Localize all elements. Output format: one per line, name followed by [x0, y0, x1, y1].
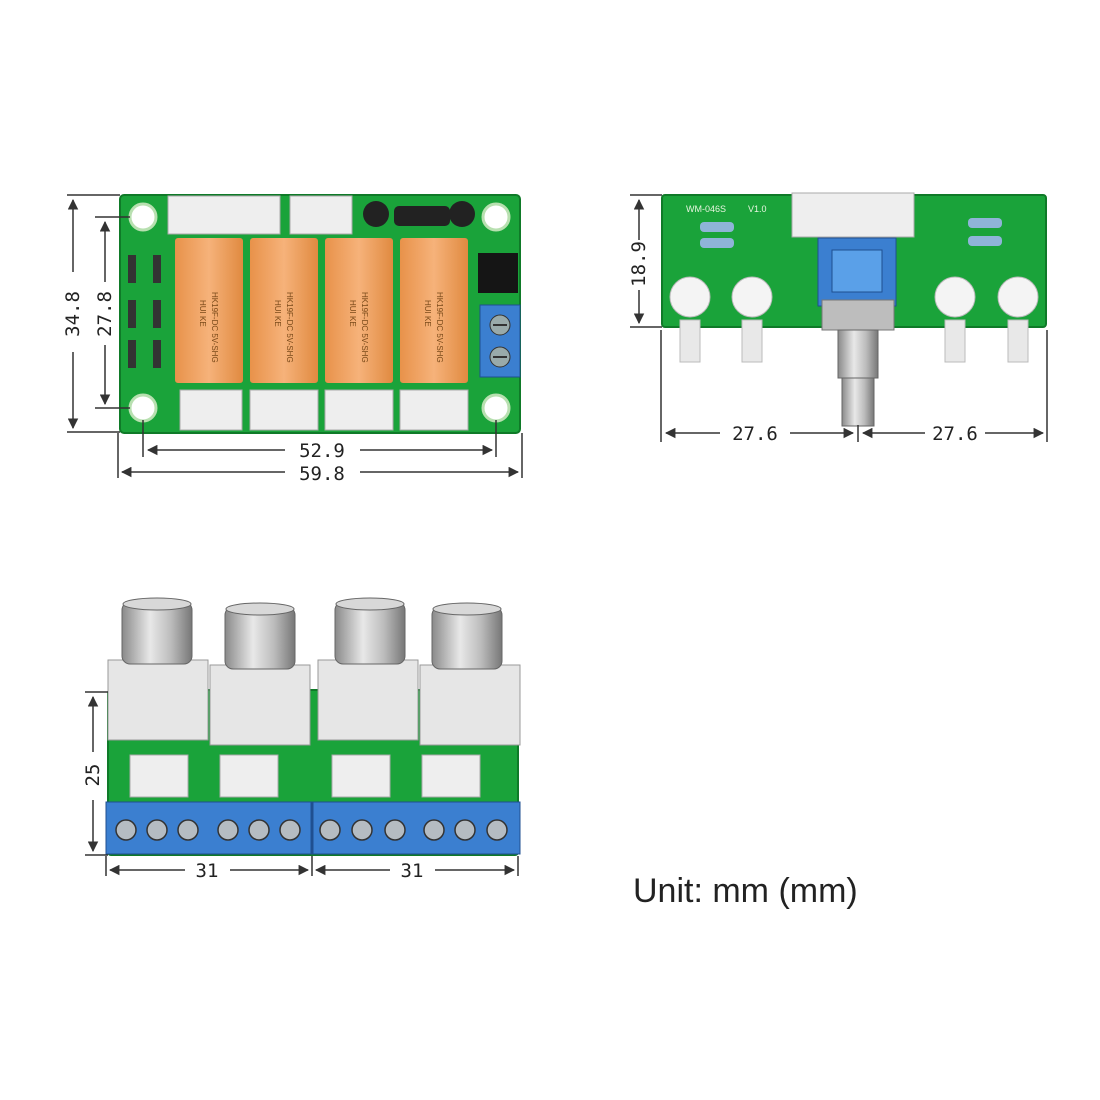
dim-width-inner: 52.9	[299, 440, 345, 462]
capacitor	[394, 206, 450, 226]
led	[731, 276, 773, 363]
relay-model: HK19F-DC 5V-SHG	[435, 292, 444, 363]
relay-dimension-lines	[67, 194, 523, 478]
rca-board	[105, 597, 521, 856]
top-connector	[289, 195, 353, 235]
resistor	[700, 238, 734, 248]
regulator	[478, 253, 518, 293]
resistor	[968, 236, 1002, 246]
rca-connector	[219, 754, 279, 798]
rca-connector	[129, 754, 189, 798]
rca-dimension-lines	[85, 691, 519, 876]
relay-model: HK19F-DC 5V-SHG	[210, 292, 219, 363]
relay-brand: HUI KE	[423, 300, 432, 327]
dim-rca-width-right: 31	[401, 860, 424, 882]
mounting-hole	[481, 202, 511, 232]
capacitor	[363, 201, 389, 227]
rca-jack	[107, 597, 209, 741]
mounting-hole	[128, 393, 158, 423]
bottom-connector	[249, 389, 319, 431]
pot-connector	[791, 192, 915, 238]
mounting-hole	[481, 393, 511, 423]
relay-brand: HUI KE	[348, 300, 357, 327]
dim-rca-height: 25	[82, 764, 104, 787]
rca-connector	[331, 754, 391, 798]
dim-height-inner: 27.8	[94, 291, 116, 337]
relay-brand: HUI KE	[198, 300, 207, 327]
relay: HUI KE HK19F-DC 5V-SHG	[250, 238, 318, 383]
terminal-screws	[115, 819, 508, 841]
dim-rca-width-left: 31	[196, 860, 219, 882]
relay-model: HK19F-DC 5V-SHG	[360, 292, 369, 363]
relay-model: HK19F-DC 5V-SHG	[285, 292, 294, 363]
capacitor	[449, 201, 475, 227]
rca-jack	[209, 602, 311, 746]
dim-width-outer: 59.8	[299, 463, 345, 485]
relay: HUI KE HK19F-DC 5V-SHG	[400, 238, 468, 383]
pot-board: WM-046S V1.0	[661, 192, 1047, 427]
terminal-block	[105, 801, 521, 855]
bottom-connector	[179, 389, 243, 431]
unit-label: Unit: mm (mm)	[633, 872, 858, 910]
mounting-hole	[128, 202, 158, 232]
led	[997, 276, 1039, 363]
potentiometer	[817, 237, 897, 427]
bottom-connector	[324, 389, 394, 431]
led	[669, 276, 711, 363]
pot-board-model: WM-046S	[686, 204, 726, 214]
bottom-connector	[399, 389, 469, 431]
rca-jack	[419, 602, 521, 746]
power-terminal	[479, 304, 521, 378]
led	[934, 276, 976, 363]
rca-connector	[421, 754, 481, 798]
top-connector	[167, 195, 281, 235]
dim-height-outer: 34.8	[62, 291, 84, 337]
relay: HUI KE HK19F-DC 5V-SHG	[175, 238, 243, 383]
pot-dimension-lines	[630, 194, 1048, 442]
relay: HUI KE HK19F-DC 5V-SHG	[325, 238, 393, 383]
relay-board: HUI KE HK19F-DC 5V-SHG HUI KE HK19F-DC 5…	[119, 194, 521, 434]
diode-column	[128, 255, 161, 368]
resistor	[968, 218, 1002, 228]
dim-pot-right: 27.6	[932, 423, 978, 445]
pot-board-model-suffix: V1.0	[748, 204, 767, 214]
dim-pot-left: 27.6	[732, 423, 778, 445]
dim-pot-height: 18.9	[628, 241, 650, 287]
relay-brand: HUI KE	[273, 300, 282, 327]
resistor	[700, 222, 734, 232]
rca-jack	[317, 597, 419, 741]
